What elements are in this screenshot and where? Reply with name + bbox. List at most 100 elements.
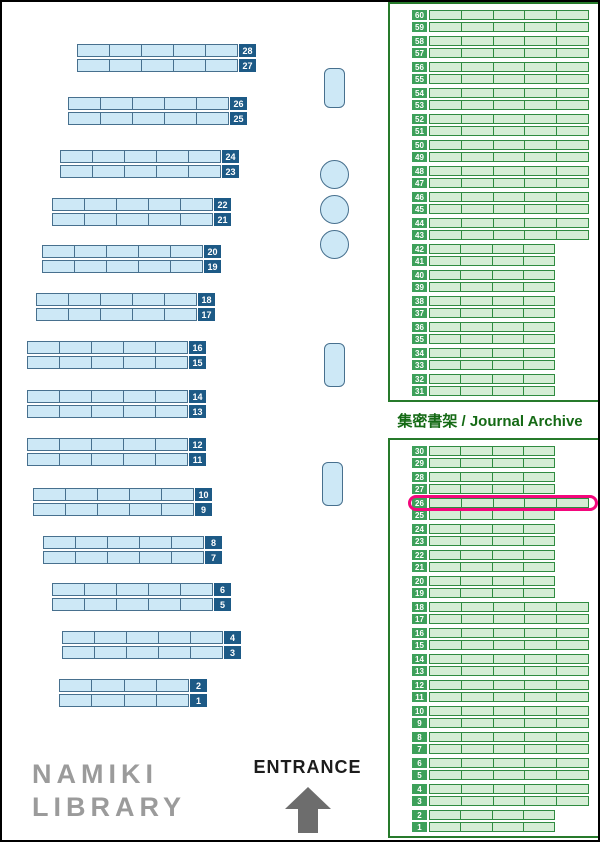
- shelf-cell: [156, 391, 187, 402]
- shelf-cell: [75, 261, 107, 272]
- shelf-cell: [95, 632, 127, 643]
- shelf-cell: [462, 667, 494, 675]
- bookshelf-row-15: 15: [27, 356, 206, 369]
- shelf-cell: [462, 167, 494, 175]
- shelf-cell: [493, 577, 524, 585]
- library-name-line2: LIBRARY: [32, 792, 186, 822]
- shelf-cell: [462, 11, 494, 19]
- shelf-cell: [66, 504, 98, 515]
- shelf-cell: [159, 647, 191, 658]
- archive-row-bar: [429, 666, 589, 676]
- shelf-cell: [66, 489, 98, 500]
- entrance-marker: ENTRANCE: [235, 757, 380, 833]
- shelf-cell: [461, 459, 493, 467]
- shelf-cell: [430, 511, 462, 519]
- shelf-cell: [525, 37, 558, 45]
- bookshelf-row-19: 19: [42, 260, 221, 273]
- archive-row-number-tag: 17: [412, 614, 427, 624]
- archive-row-number-tag: 1: [412, 822, 427, 832]
- archive-row-number-tag: 40: [412, 270, 427, 280]
- archive-row-bar: [429, 706, 589, 716]
- shelf-number-tag: 27: [239, 59, 256, 72]
- bookshelf-row-17: 17: [36, 308, 215, 321]
- shelf-cell: [525, 681, 558, 689]
- archive-row-bar: [429, 550, 555, 560]
- shelf-cell: [162, 489, 193, 500]
- shelf-cell: [430, 525, 462, 533]
- archive-row-bar: [429, 178, 589, 188]
- shelf-cell: [63, 647, 95, 658]
- shelf-number-tag: 23: [222, 165, 239, 178]
- shelf-cell: [430, 771, 462, 779]
- shelf-number-tag: 11: [189, 453, 206, 466]
- shelf-cell: [461, 511, 493, 519]
- archive-row-bar: [429, 822, 555, 832]
- archive-row-17: 17: [412, 614, 591, 624]
- shelf-cell: [557, 179, 588, 187]
- shelf-cell: [430, 167, 462, 175]
- shelf-cell: [430, 603, 462, 611]
- shelf-row-bar: [33, 488, 194, 501]
- archive-row-55: 55: [412, 74, 591, 84]
- shelf-cell: [557, 205, 588, 213]
- shelf-cell: [557, 629, 588, 637]
- shelf-cell: [494, 719, 526, 727]
- shelf-cell: [525, 231, 558, 239]
- shelf-cell: [557, 167, 588, 175]
- shelf-cell: [557, 75, 588, 83]
- shelf-number-tag: 17: [198, 308, 215, 321]
- shelf-cell: [98, 489, 130, 500]
- archive-row-number-tag: 36: [412, 322, 427, 332]
- shelf-cell: [430, 447, 462, 455]
- study-table-icon: [324, 343, 345, 387]
- shelf-cell: [524, 485, 554, 493]
- shelf-number-tag: 6: [214, 583, 231, 596]
- shelf-row-bar: [42, 260, 203, 273]
- shelf-cell: [462, 193, 494, 201]
- shelf-cell: [461, 361, 493, 369]
- archive-row-bar: [429, 680, 589, 690]
- shelf-cell: [525, 771, 558, 779]
- shelf-cell: [524, 823, 554, 831]
- archive-row-25: 25: [412, 510, 557, 520]
- shelf-cell: [461, 349, 493, 357]
- archive-row-bar: [429, 640, 589, 650]
- archive-row-number-tag: 20: [412, 576, 427, 586]
- archive-row-number-tag: 60: [412, 10, 427, 20]
- shelf-row-bar: [52, 198, 213, 211]
- shelf-cell: [525, 11, 558, 19]
- archive-row-29: 29: [412, 458, 557, 468]
- shelf-cell: [430, 459, 462, 467]
- archive-row-number-tag: 24: [412, 524, 427, 534]
- archive-row-35: 35: [412, 334, 557, 344]
- shelf-cell: [43, 246, 75, 257]
- shelf-cell: [191, 632, 222, 643]
- archive-row-58: 58: [412, 36, 591, 46]
- archive-row-5: 5: [412, 770, 591, 780]
- shelf-cell: [462, 641, 494, 649]
- shelf-cell: [430, 141, 462, 149]
- shelf-cell: [525, 785, 558, 793]
- archive-row-22: 22: [412, 550, 557, 560]
- archive-row-bar: [429, 36, 589, 46]
- shelf-cell: [197, 113, 228, 124]
- shelf-cell: [149, 584, 181, 595]
- shelf-cell: [525, 23, 558, 31]
- archive-row-23: 23: [412, 536, 557, 546]
- shelf-cell: [174, 60, 206, 71]
- shelf-cell: [430, 349, 462, 357]
- shelf-cell: [124, 454, 156, 465]
- archive-row-44: 44: [412, 218, 591, 228]
- archive-row-bar: [429, 140, 589, 150]
- shelf-cell: [60, 357, 92, 368]
- archive-row-bar: [429, 322, 555, 332]
- shelf-cell: [53, 599, 85, 610]
- archive-row-bar: [429, 472, 555, 482]
- shelf-cell: [525, 127, 558, 135]
- archive-row-bar: [429, 576, 555, 586]
- shelf-cell: [493, 823, 524, 831]
- shelf-cell: [430, 179, 462, 187]
- shelf-cell: [557, 785, 588, 793]
